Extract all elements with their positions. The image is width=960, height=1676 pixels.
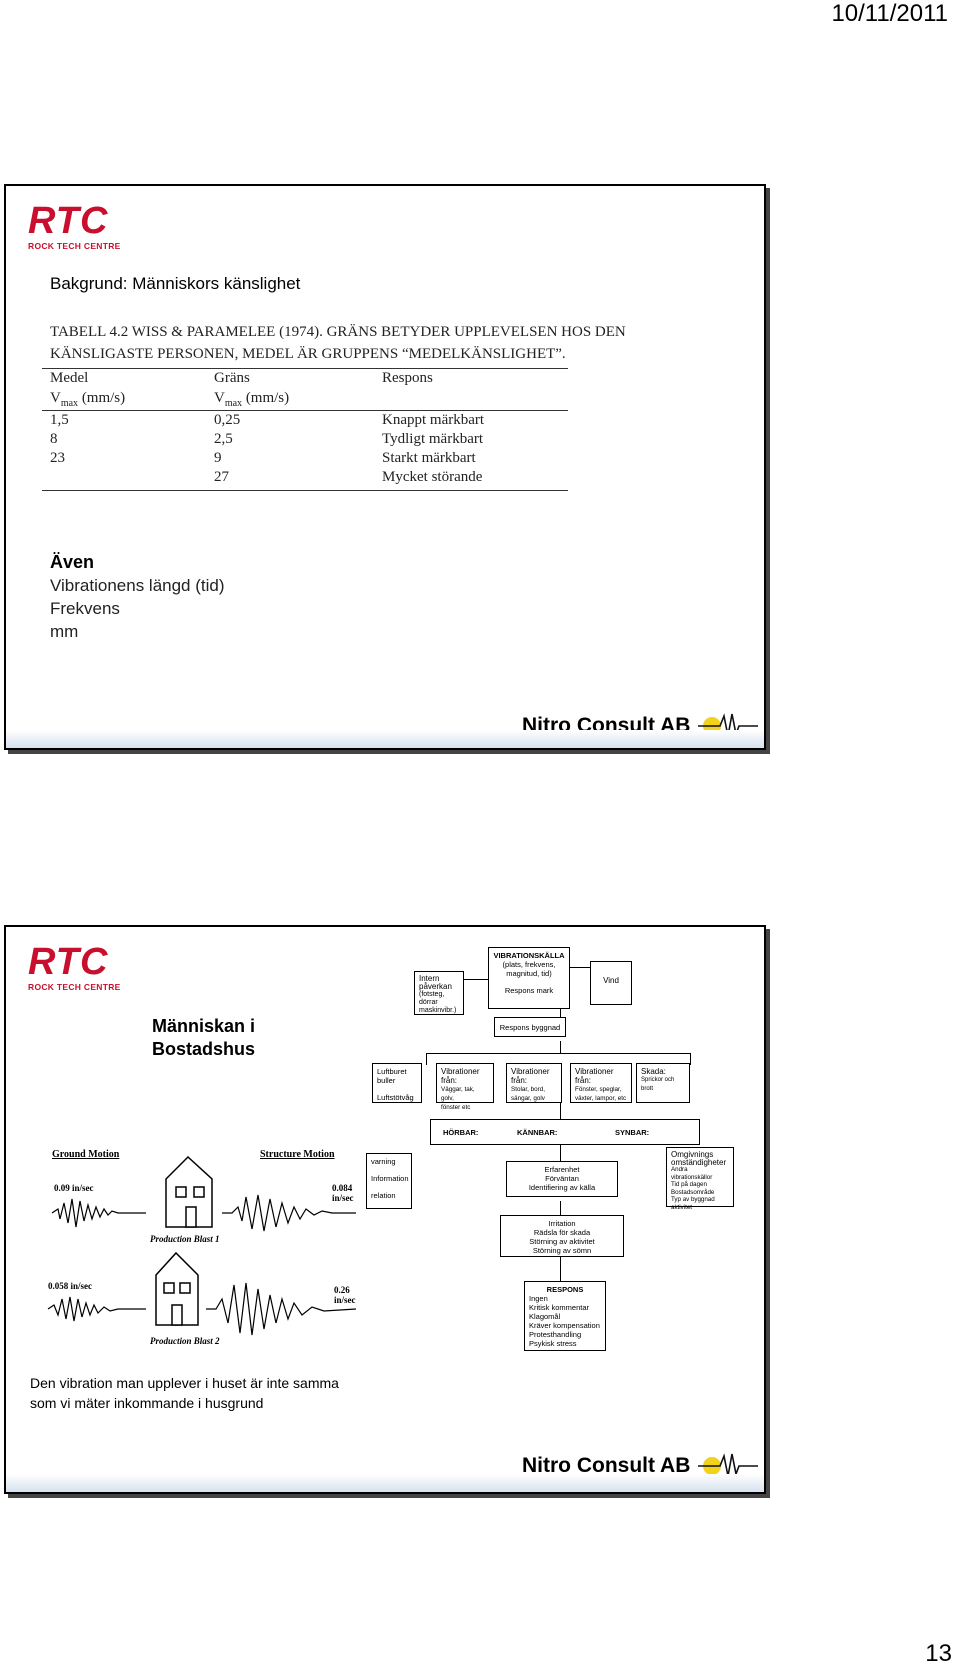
- audible-label: HÖRBAR:: [443, 1128, 479, 1137]
- slide-heading: Bakgrund: Människors känslighet: [50, 274, 301, 293]
- table-cell: Starkt märkbart: [382, 450, 476, 466]
- ground-velocity-1: 0.09 in/sec: [54, 1183, 94, 1193]
- visible-label: SYNBAR:: [615, 1128, 650, 1137]
- vibration-windows-box: Vibrationer från: Fönster, speglar, växt…: [570, 1063, 632, 1103]
- nitro-consult-brand: Nitro Consult AB: [522, 1454, 691, 1477]
- table-caption-line1: TABELL 4.2 WISS & PARAMELEE (1974). GRÄN…: [50, 324, 626, 340]
- header-respons: Respons: [382, 370, 433, 386]
- slide-human-in-house: RTC ROCK TECH CENTRE Människan i Bostads…: [4, 925, 766, 1494]
- vibration-furniture-box: Vibrationer från: Stolar, bord, sängar, …: [506, 1063, 562, 1103]
- building-response-box: Respons byggnad: [494, 1017, 566, 1037]
- vibration-illustration: Ground Motion Structure Motion 0.09 in/s…: [26, 1149, 366, 1364]
- structure-velocity-1: 0.084 in/sec: [332, 1183, 354, 1203]
- vibration-walls-box: Vibrationer från: Väggar, tak, golv, fön…: [436, 1063, 494, 1111]
- ground-velocity-2: 0.058 in/sec: [48, 1281, 92, 1291]
- airborne-noise-box: Luftburet buller Luftstötvåg: [372, 1063, 422, 1103]
- damage-box: Skada: Sprickor och brott: [636, 1063, 690, 1103]
- nitro-logo-icon: [698, 1453, 758, 1477]
- blast-label-1: Production Blast 1: [150, 1234, 220, 1244]
- structure-velocity-2: 0.26 in/sec: [334, 1285, 356, 1305]
- slide-sensitivity: RTC ROCK TECH CENTRE Bakgrund: Människor…: [4, 184, 766, 750]
- wind-box: Vind: [590, 961, 632, 1005]
- table-cell: 8: [50, 431, 58, 447]
- slide-footer-bar: [6, 730, 764, 748]
- table-cell: 1,5: [50, 412, 69, 428]
- table-cell: Tydligt märkbart: [382, 431, 484, 447]
- ground-motion-label: Ground Motion: [52, 1149, 120, 1160]
- table-header-rule: [42, 410, 568, 411]
- table-cell: 0,25: [214, 412, 241, 428]
- header-vmax-grans: Vmax (mm/s): [214, 390, 290, 409]
- table-cell: 2,5: [214, 431, 233, 447]
- header-medel: Medel: [50, 370, 89, 386]
- table-cell: Mycket störande: [382, 469, 483, 485]
- table-top-rule: [42, 368, 568, 369]
- table-bottom-rule: [42, 490, 568, 491]
- header-grans: Gräns: [214, 370, 250, 386]
- vibration-response-diagram: Intern påverkan (fotsteg, dörrar maskinv…: [366, 947, 746, 1367]
- table-cell: 23: [50, 450, 65, 466]
- vibration-source-box: VIBRATIONSKÄLLA (plats, frekvens, magnit…: [488, 947, 570, 1009]
- feelable-label: KÄNNBAR:: [517, 1128, 558, 1137]
- table-cell: 27: [214, 469, 229, 485]
- header-vmax-medel: Vmax (mm/s): [50, 390, 126, 409]
- measurement-note: Den vibration man upplever i huset är in…: [30, 1375, 339, 1411]
- structure-motion-label: Structure Motion: [260, 1149, 335, 1160]
- blast-label-2: Production Blast 2: [150, 1336, 220, 1346]
- warning-info-box: varning Information relation: [366, 1153, 412, 1209]
- rtc-logo: RTC ROCK TECH CENTRE: [28, 941, 121, 992]
- table-caption-line2: KÄNSLIGASTE PERSONEN, MEDEL ÄR GRUPPENS …: [50, 346, 566, 362]
- also-item: Vibrationens längd (tid): [50, 576, 225, 595]
- slide-footer-bar: [6, 1474, 764, 1492]
- experience-box: Erfarenhet Förväntan Identifiering av kä…: [506, 1161, 618, 1197]
- table-cell: Knappt märkbart: [382, 412, 485, 428]
- intern-paverkan-box: Intern påverkan (fotsteg, dörrar maskinv…: [414, 971, 464, 1015]
- page-number: 13: [925, 1640, 952, 1667]
- perception-row: HÖRBAR: KÄNNBAR: SYNBAR:: [430, 1119, 700, 1145]
- response-box: RESPONS Ingen Kritisk kommentar Klagomål…: [524, 1281, 606, 1351]
- irritation-box: Irritation Rädsla för skada Störning av …: [500, 1215, 624, 1257]
- circumstances-box: Omgivnings omständigheter Andra vibratio…: [666, 1147, 734, 1211]
- table-cell: 9: [214, 450, 222, 466]
- page-date: 10/11/2011: [831, 0, 948, 27]
- rtc-logo: RTC ROCK TECH CENTRE: [28, 200, 121, 251]
- also-item: mm: [50, 622, 79, 641]
- also-title: Även: [50, 552, 95, 572]
- slide-title: Människan i Bostadshus: [152, 1016, 256, 1059]
- also-item: Frekvens: [50, 599, 120, 618]
- waveform-house-drawing: [47, 1155, 357, 1336]
